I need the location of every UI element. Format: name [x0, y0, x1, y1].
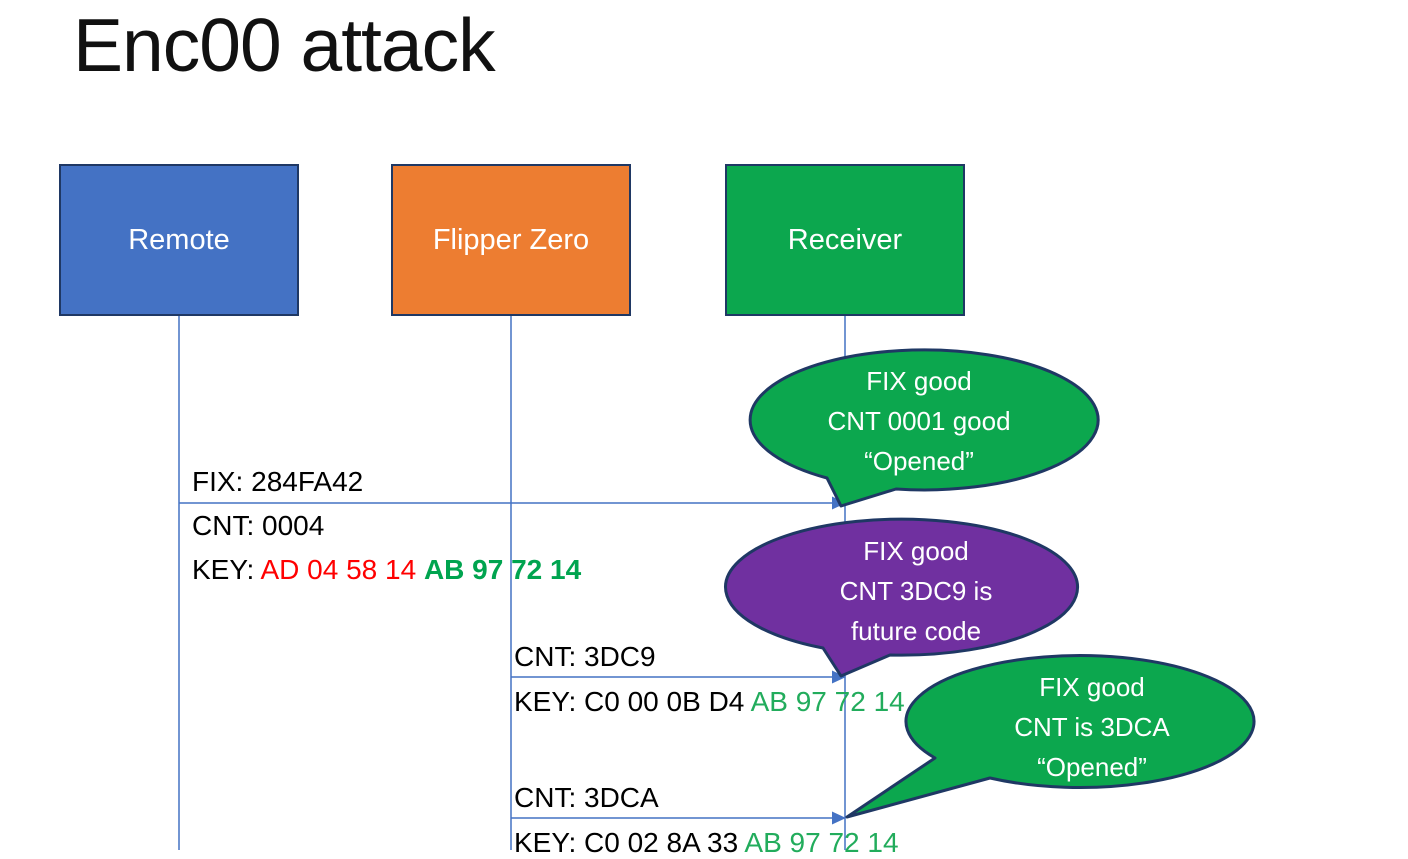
bubble-line: future code: [850, 616, 982, 646]
arrowhead-flipper-to-receiver-1-icon: [832, 670, 846, 684]
bubble-line: CNT 3DC9 is: [839, 576, 993, 606]
bubble-line: FIX good: [866, 366, 972, 396]
bubble-line: CNT 0001 good: [827, 406, 1011, 436]
message-line-key: KEY: C0 02 8A 33 AB 97 72 14: [514, 827, 899, 858]
bubble-future-code-shape: [724, 517, 1080, 678]
bubble-line: CNT is 3DCA: [1014, 712, 1170, 742]
message-line-key: KEY: AD 04 58 14 AB 97 72 14: [192, 554, 582, 585]
bubble-line: “Opened”: [864, 446, 974, 476]
actor-label-flipper-zero: Flipper Zero: [432, 223, 590, 256]
bubble-opened-2-shape: [845, 654, 1256, 819]
bubble-opened-1-shape: [748, 348, 1100, 508]
message-flipper-to-receiver-1: CNT: 3DC9 KEY: C0 00 0B D4 AB 97 72 14: [514, 634, 905, 724]
actor-box-remote: Remote: [59, 164, 299, 316]
actor-box-flipper-zero: Flipper Zero: [391, 164, 631, 316]
bubble-line: FIX good: [1039, 672, 1145, 702]
message-line-cnt: CNT: 3DC9: [514, 641, 656, 672]
bubble-future-code-text: FIX good CNT 3DC9 is future code: [740, 524, 1092, 658]
message-line-fix: FIX: 284FA42: [192, 466, 364, 497]
bubble-line: “Opened”: [1037, 752, 1147, 782]
arrowhead-flipper-to-receiver-2-icon: [832, 811, 846, 825]
actor-label-receiver: Receiver: [787, 223, 903, 256]
bubble-line: FIX good: [863, 536, 969, 566]
slide-title: Enc00 attack: [73, 3, 496, 87]
bubble-opened-1-text: FIX good CNT 0001 good “Opened”: [745, 352, 1093, 490]
actor-label-remote: Remote: [128, 223, 230, 256]
message-line-key: KEY: C0 00 0B D4 AB 97 72 14: [514, 686, 905, 717]
actor-box-receiver: Receiver: [725, 164, 965, 316]
bubble-opened-2-text: FIX good CNT is 3DCA “Opened”: [918, 662, 1266, 792]
message-line-cnt: CNT: 3DCA: [514, 782, 659, 813]
message-line-cnt: CNT: 0004: [192, 510, 325, 541]
message-flipper-to-receiver-2: CNT: 3DCA KEY: C0 02 8A 33 AB 97 72 14: [514, 775, 899, 859]
message-remote-to-receiver: FIX: 284FA42 CNT: 0004 KEY: AD 04 58 14 …: [192, 460, 581, 592]
